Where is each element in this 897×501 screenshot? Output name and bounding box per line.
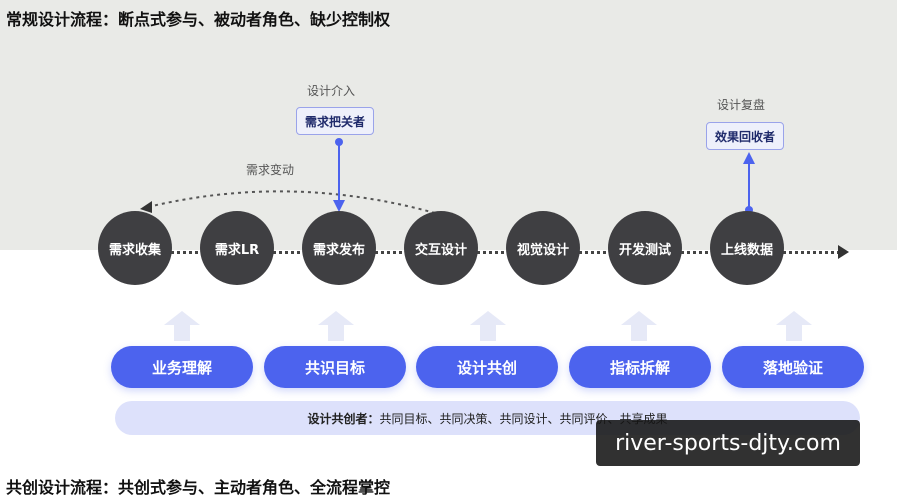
design-review-up-arrow — [743, 152, 755, 214]
cocreation-process-title: 共创设计流程：共创式参与、主动者角色、全流程掌控 — [6, 478, 391, 497]
step-dev-testing: 开发测试 — [608, 211, 682, 285]
requirement-change-arc — [140, 190, 436, 214]
step-requirement-release: 需求发布 — [302, 211, 376, 285]
step-requirement-collection: 需求收集 — [98, 211, 172, 285]
step-launch-data: 上线数据 — [710, 211, 784, 285]
process-axis-arrow-icon — [838, 245, 849, 259]
requirement-change-label: 需求变动 — [246, 163, 295, 177]
pill-metric-breakdown: 指标拆解 — [569, 346, 711, 388]
up-arrow-icon — [621, 311, 657, 341]
pill-consensus-goals: 共识目标 — [264, 346, 406, 388]
up-arrow-icon — [470, 311, 506, 341]
conventional-process-title: 常规设计流程：断点式参与、被动者角色、缺少控制权 — [6, 10, 391, 29]
design-involve-down-arrow — [333, 138, 345, 212]
design-review-label: 设计复盘 — [717, 98, 766, 112]
watermark: river-sports-djty.com — [596, 420, 860, 466]
effect-collector-tag: 效果回收者 — [706, 122, 785, 150]
design-involve-label: 设计介入 — [307, 84, 356, 98]
design-cocreator-label: 设计共创者： — [307, 411, 380, 426]
requirement-gatekeeper-tag: 需求把关者 — [296, 107, 375, 135]
step-interaction-design: 交互设计 — [404, 211, 478, 285]
up-arrow-icon — [776, 311, 812, 341]
pill-landing-validation: 落地验证 — [722, 346, 864, 388]
up-arrow-icon — [164, 311, 200, 341]
design-cocreator-items: 共同目标、共同决策、共同设计、共同评价、共享成果 — [379, 411, 668, 426]
up-arrow-icon — [318, 311, 354, 341]
step-requirement-lr: 需求LR — [200, 211, 274, 285]
pill-design-cocreation: 设计共创 — [416, 346, 558, 388]
pill-business-understanding: 业务理解 — [111, 346, 253, 388]
step-visual-design: 视觉设计 — [506, 211, 580, 285]
